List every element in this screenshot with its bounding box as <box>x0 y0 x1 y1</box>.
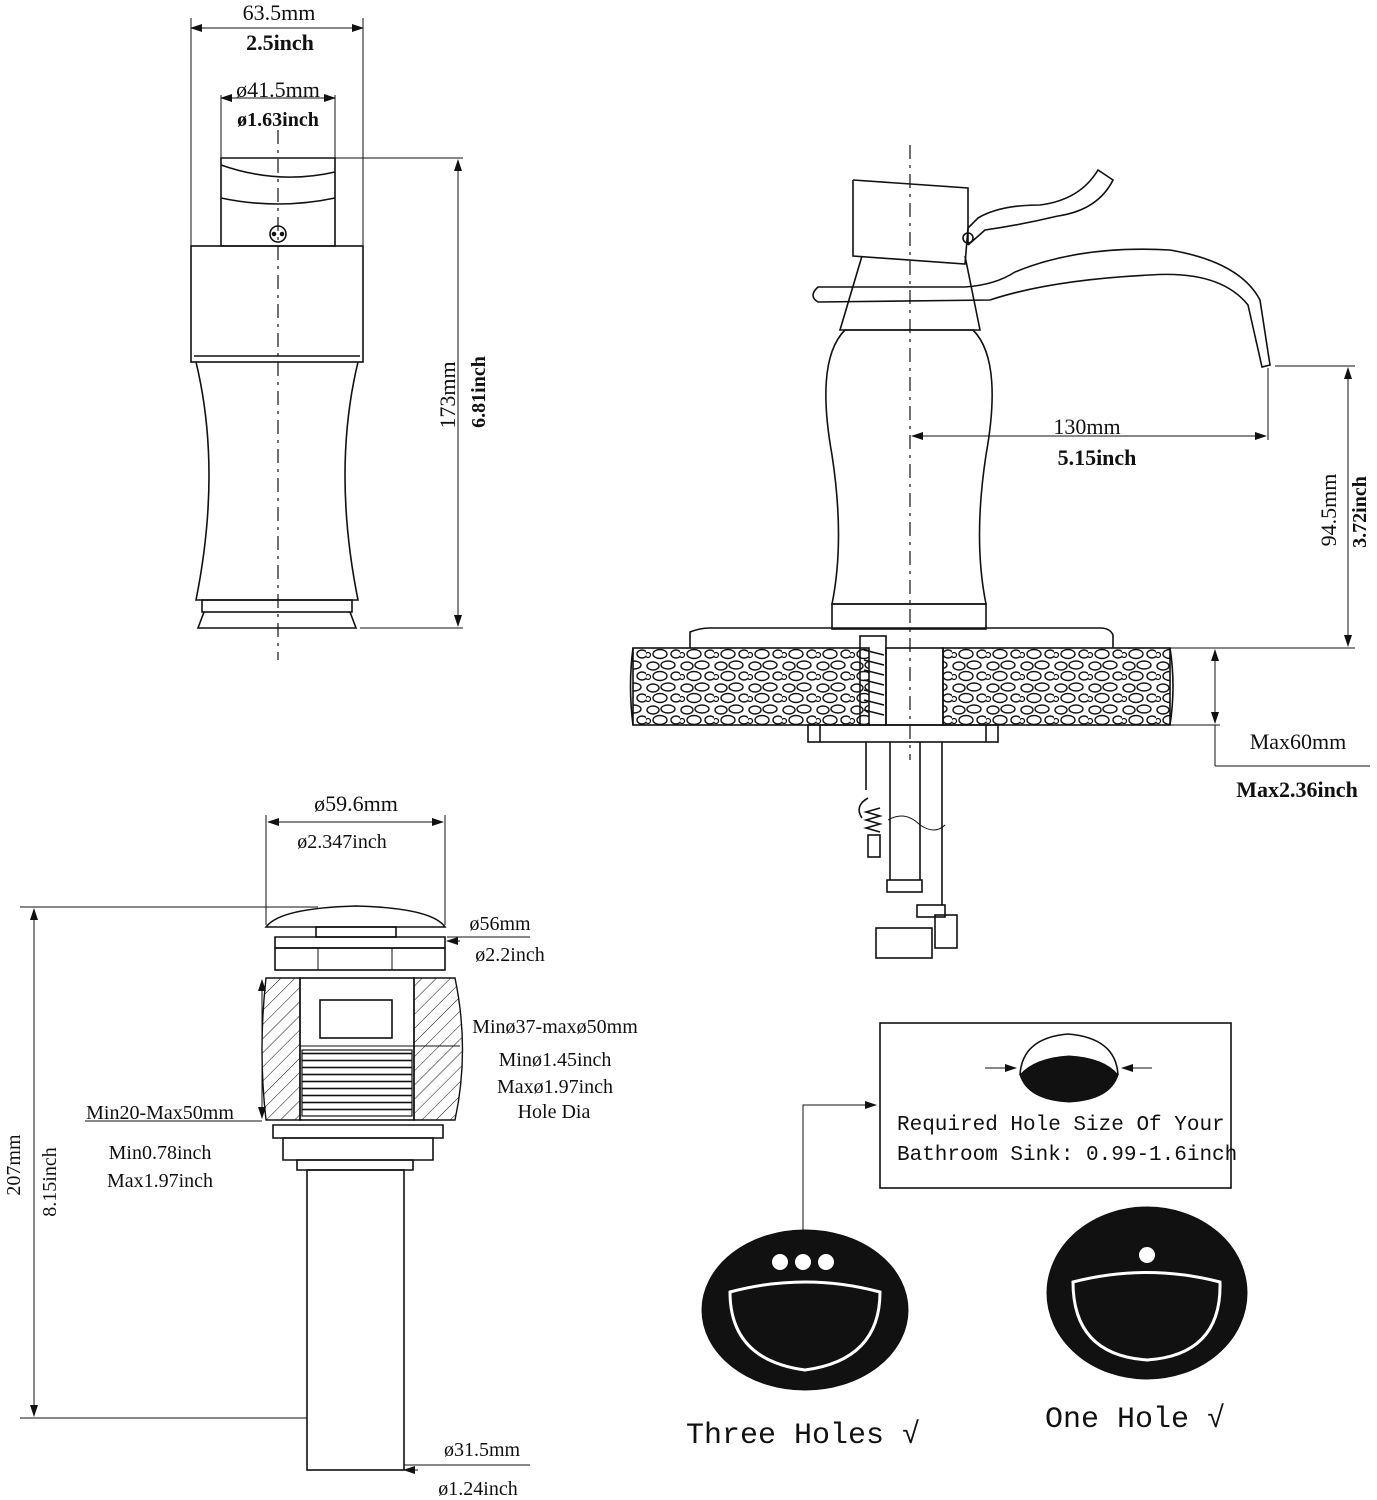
handle-dia-mm: ø41.5mm <box>236 77 320 102</box>
spout-height-mm: 94.5mm <box>1316 474 1341 547</box>
reach-in: 5.15inch <box>1058 445 1137 470</box>
hole-info-line-2: Bathroom Sink: 0.99-1.6inch <box>897 1144 1237 1167</box>
reach-mm: 130mm <box>1053 414 1120 439</box>
front-width-in: 2.5inch <box>246 30 314 55</box>
hole-min-in: Minø1.45inch <box>499 1049 612 1071</box>
hole-size-info: Required Hole Size Of Your Bathroom Sink… <box>879 1022 1237 1189</box>
deck-in: Max2.36inch <box>1236 777 1358 802</box>
drain-height-in: 8.15inch <box>39 1147 61 1216</box>
hole-range-mm: Minø37-maxø50mm <box>472 1016 638 1038</box>
pop-up-drain-view: ø59.6mm ø2.347inch ø56mm ø2.2inch Minø37… <box>3 791 638 1500</box>
one-hole-label: One Hole √ <box>1045 1403 1225 1437</box>
flange-dia-in: ø2.2inch <box>475 944 544 966</box>
front-height-in: 6.81inch <box>468 356 490 428</box>
hole-dia-note: Hole Dia <box>518 1101 591 1123</box>
front-width-mm: 63.5mm <box>243 0 316 25</box>
three-holes-label: Three Holes √ <box>686 1419 920 1453</box>
thickness-min-in: Min0.78inch <box>109 1142 212 1164</box>
tail-dia-in: ø1.24inch <box>438 1478 517 1500</box>
faucet-front-view: 63.5mm 2.5inch ø41.5mm ø1.63inch 173mm 6… <box>190 0 490 660</box>
three-hole-sink: Three Holes √ <box>686 1229 920 1453</box>
drain-height-mm: 207mm <box>3 1134 25 1196</box>
faucet-side-view: 130mm 5.15inch 94.5mm 3.72inch Max60mm M… <box>629 145 1371 959</box>
deck-mm: Max60mm <box>1250 729 1347 754</box>
flange-dia-mm: ø56mm <box>469 913 531 935</box>
hole-max-in: Maxø1.97inch <box>497 1076 613 1098</box>
hole-info-line-1: Required Hole Size Of Your <box>897 1114 1225 1137</box>
handle-dia-in: ø1.63inch <box>237 109 319 131</box>
thickness-max-in: Max1.97inch <box>107 1170 213 1192</box>
thickness-mm: Min20-Max50mm <box>86 1102 234 1124</box>
tail-dia-mm: ø31.5mm <box>444 1439 521 1461</box>
cap-dia-in: ø2.347inch <box>297 831 386 853</box>
cap-dia-mm: ø59.6mm <box>314 791 398 816</box>
front-height-mm: 173mm <box>435 361 460 428</box>
one-hole-sink: One Hole √ <box>1045 1206 1248 1437</box>
spout-height-in: 3.72inch <box>1349 476 1371 548</box>
